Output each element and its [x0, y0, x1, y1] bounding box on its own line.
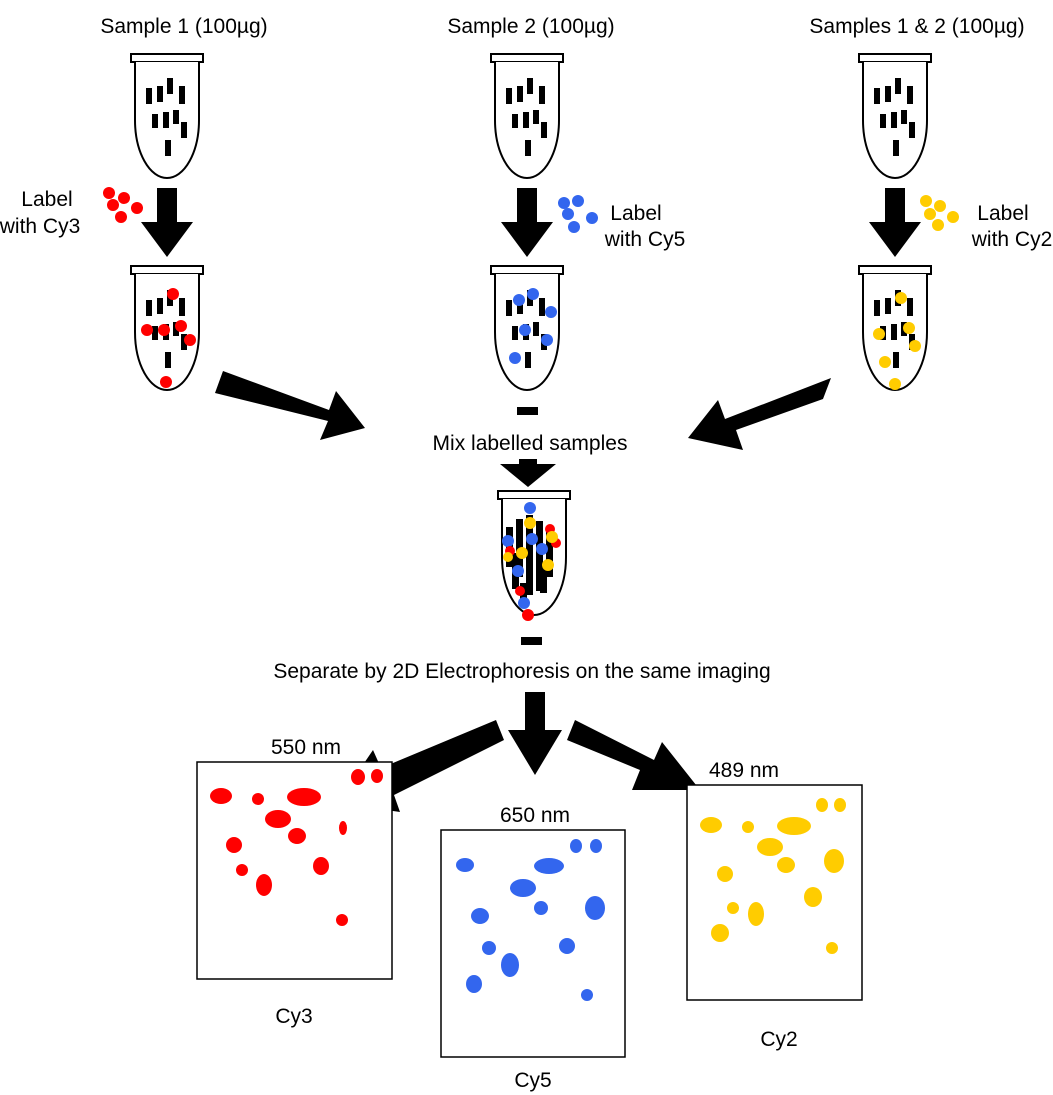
- label-cy2-line1: Label: [977, 202, 1028, 225]
- gel-cy2: 489 nm Cy2: [686, 759, 863, 1051]
- mixed-tube: [497, 490, 571, 621]
- sample-3-labelled-tube: [858, 265, 932, 391]
- diagonal-arrow-left: [215, 371, 365, 440]
- gel-cy5-spots: [456, 839, 605, 1001]
- sample-2-labelled-tube: [490, 265, 564, 391]
- gel-cy5-dye: Cy5: [514, 1069, 551, 1092]
- diagonal-arrow-489: [567, 720, 700, 790]
- label-cy3-line1: Label: [21, 188, 72, 211]
- sample-3-title: Samples 1 & 2 (100µg): [809, 15, 1024, 38]
- mix-label: Mix labelled samples: [433, 432, 628, 455]
- sample-1-tube: [130, 53, 204, 179]
- sample-2-title: Sample 2 (100µg): [447, 15, 614, 38]
- gel-cy3-dye: Cy3: [275, 1005, 312, 1028]
- down-arrow-3: [869, 188, 921, 257]
- sample-3-tube: [858, 53, 932, 179]
- connector-bar-1: [517, 407, 538, 415]
- gel-cy2-spots: [700, 798, 846, 954]
- label-cy3-line2: with Cy3: [0, 215, 80, 238]
- gel-cy5: 650 nm Cy5: [440, 804, 626, 1092]
- separate-label: Separate by 2D Electrophoresis on the sa…: [273, 660, 770, 683]
- down-arrow-1: [141, 188, 193, 257]
- diagonal-arrow-right: [688, 378, 831, 450]
- sample-1-title: Sample 1 (100µg): [100, 15, 267, 38]
- label-cy2-line2: with Cy2: [971, 228, 1053, 251]
- cy2-dye-cluster: [920, 195, 959, 231]
- down-arrow-mix: [500, 459, 556, 487]
- sample-2-tube: [490, 53, 564, 179]
- cy3-dye-cluster: [103, 187, 143, 223]
- gel-cy3: 550 nm Cy3: [196, 736, 393, 1028]
- cy5-dye-cluster: [558, 195, 598, 233]
- down-arrow-650: [508, 692, 562, 775]
- gel-cy3-wavelength: 550 nm: [271, 736, 341, 759]
- gel-cy3-spots: [210, 769, 383, 926]
- label-cy5-line1: Label: [610, 202, 661, 225]
- gel-cy2-dye: Cy2: [760, 1028, 797, 1051]
- connector-bar-2: [521, 637, 542, 645]
- gel-cy5-wavelength: 650 nm: [500, 804, 570, 827]
- label-cy5-line2: with Cy5: [604, 228, 686, 251]
- sample-1-labelled-tube: [130, 265, 204, 391]
- gel-cy2-wavelength: 489 nm: [709, 759, 779, 782]
- down-arrow-2: [501, 188, 553, 257]
